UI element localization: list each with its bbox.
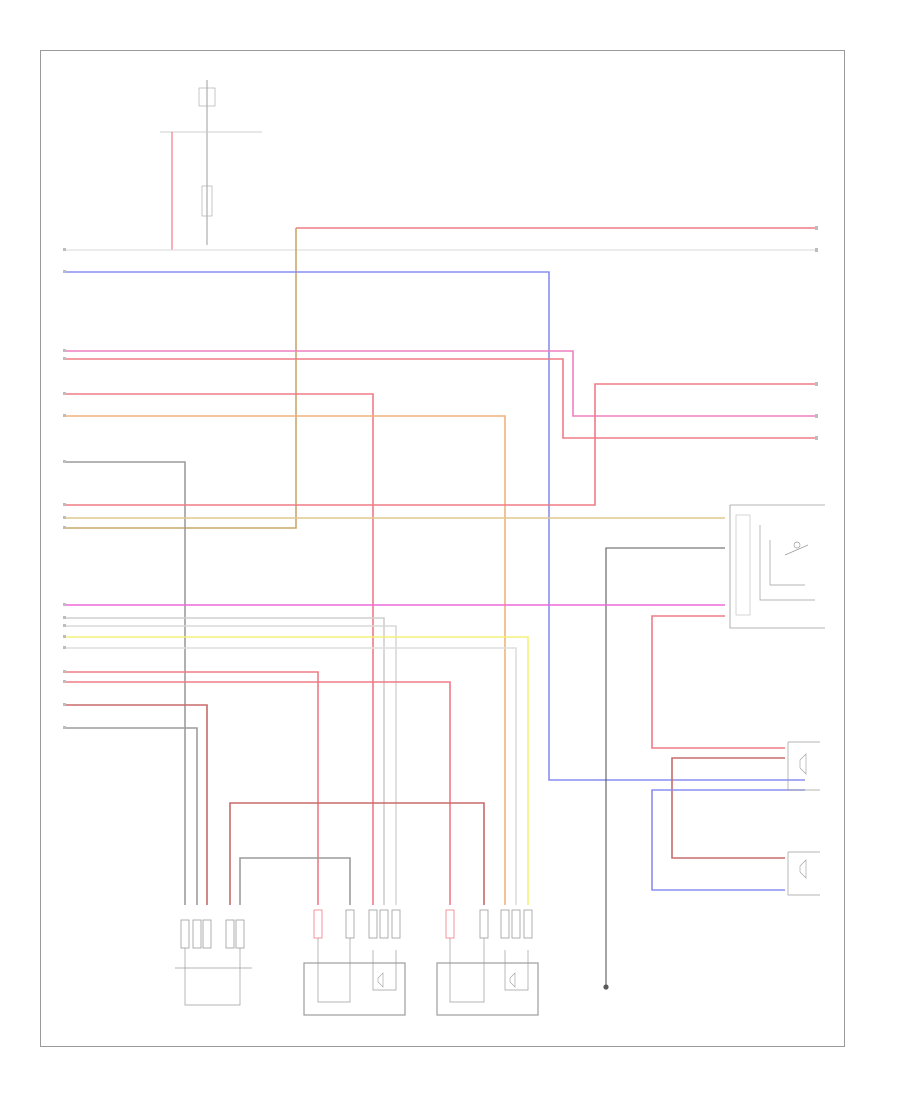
wire-darkred: [66, 704, 208, 905]
right-end-markers: [815, 226, 818, 440]
wire-red-4: [66, 383, 815, 506]
wire-lgray-3: [66, 647, 517, 905]
wire-tan-riser: [66, 228, 297, 529]
relay-block: [201, 185, 213, 217]
rear-speaker: [787, 851, 820, 896]
wire-blue: [66, 271, 805, 781]
wire-red-6: [66, 681, 451, 905]
wire-gray-1: [66, 461, 186, 905]
wires: [66, 227, 815, 985]
left-pin-markers: [63, 248, 66, 729]
right-door-speaker: [436, 938, 539, 1016]
amplifier: [729, 504, 825, 629]
wire-gray-2: [66, 727, 198, 905]
wire-lgray-1: [66, 617, 385, 905]
fuse-block: [198, 87, 216, 107]
wire-sub-loop-red: [671, 757, 785, 859]
wire-black-ground: [605, 547, 725, 985]
wire-lgray-2: [66, 625, 397, 905]
wire-link-darkred: [229, 802, 485, 905]
wire-red-sub: [651, 615, 785, 749]
wire-red-3: [66, 393, 374, 905]
bottom-connector-pins: [175, 909, 533, 1006]
diagram-frame: [40, 50, 845, 1047]
wire-red-2: [66, 358, 815, 439]
wire-orange: [66, 415, 506, 905]
wire-red-5: [66, 671, 319, 905]
power-feed: [66, 80, 815, 251]
wire-link-gray: [239, 857, 351, 905]
left-door-speaker: [303, 938, 406, 1016]
wire-sub-loop-blue: [651, 789, 805, 891]
ground-icon: [603, 984, 609, 990]
wire-yellow: [66, 636, 529, 905]
wire-pink-1: [66, 350, 815, 417]
subwoofer-speaker: [787, 741, 820, 791]
